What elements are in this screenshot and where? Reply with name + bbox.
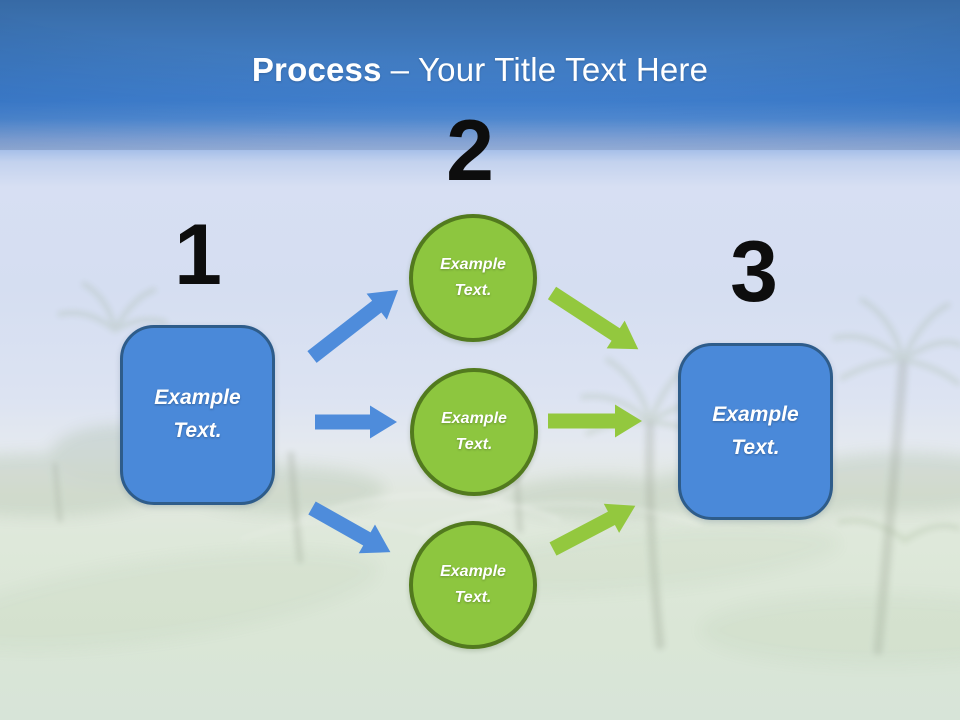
title-emphasis: Process <box>251 51 382 88</box>
circle-bottom-label: Example Text. <box>440 563 506 606</box>
box-step3-label: Example Text. <box>712 402 799 459</box>
process-circle-top[interactable]: Example Text. <box>409 214 537 342</box>
slide-title[interactable]: Process– Your Title Text Here <box>0 51 960 88</box>
step-number-1[interactable]: 1 <box>174 207 222 303</box>
process-circle-bottom[interactable]: Example Text. <box>409 521 537 649</box>
process-box-step3[interactable]: Example Text. <box>678 343 833 520</box>
arrow-blue-bottom <box>308 501 391 554</box>
arrow-blue-middle <box>315 405 397 439</box>
process-box-step1[interactable]: Example Text. <box>120 325 275 505</box>
box-step1-label: Example Text. <box>154 386 241 442</box>
arrow-green-top <box>547 286 639 350</box>
arrow-blue-top <box>307 290 399 363</box>
circle-middle-label: Example Text. <box>441 410 507 453</box>
arrow-green-middle <box>548 404 642 438</box>
circle-top-label: Example Text. <box>440 256 506 299</box>
arrow-green-bottom <box>549 503 636 556</box>
process-circle-middle[interactable]: Example Text. <box>410 368 538 496</box>
step-number-2[interactable]: 2 <box>446 103 494 199</box>
title-rest: – Your Title Text Here <box>390 51 709 88</box>
step-number-3[interactable]: 3 <box>730 224 778 320</box>
